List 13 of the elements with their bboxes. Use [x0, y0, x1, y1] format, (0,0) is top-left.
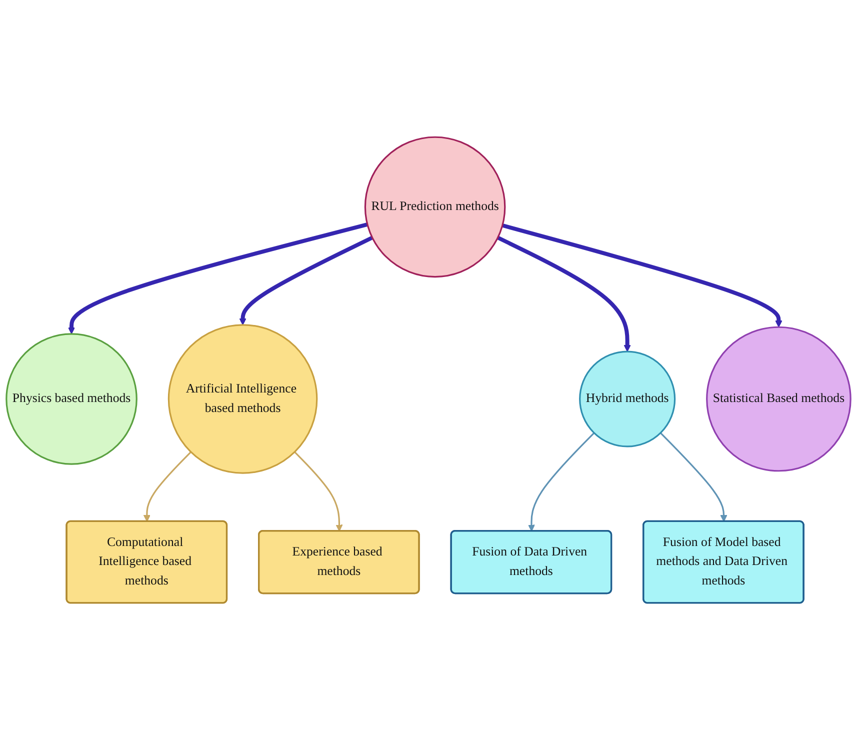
node-circle: Physics based methods: [6, 333, 138, 465]
node-circle: Statistical Based methods: [706, 326, 852, 472]
arrow: [239, 236, 374, 326]
node-circle: RUL Prediction methods: [364, 136, 506, 278]
arrow: [496, 236, 631, 352]
arrow: [294, 451, 343, 532]
arrow: [528, 432, 595, 532]
arrow: [502, 223, 782, 328]
node-circle: Hybrid methods: [579, 350, 676, 448]
arrow: [68, 222, 368, 334]
arrow: [143, 451, 192, 522]
arrow: [660, 432, 728, 522]
node-circle: Artificial Intelligence based methods: [168, 324, 318, 474]
